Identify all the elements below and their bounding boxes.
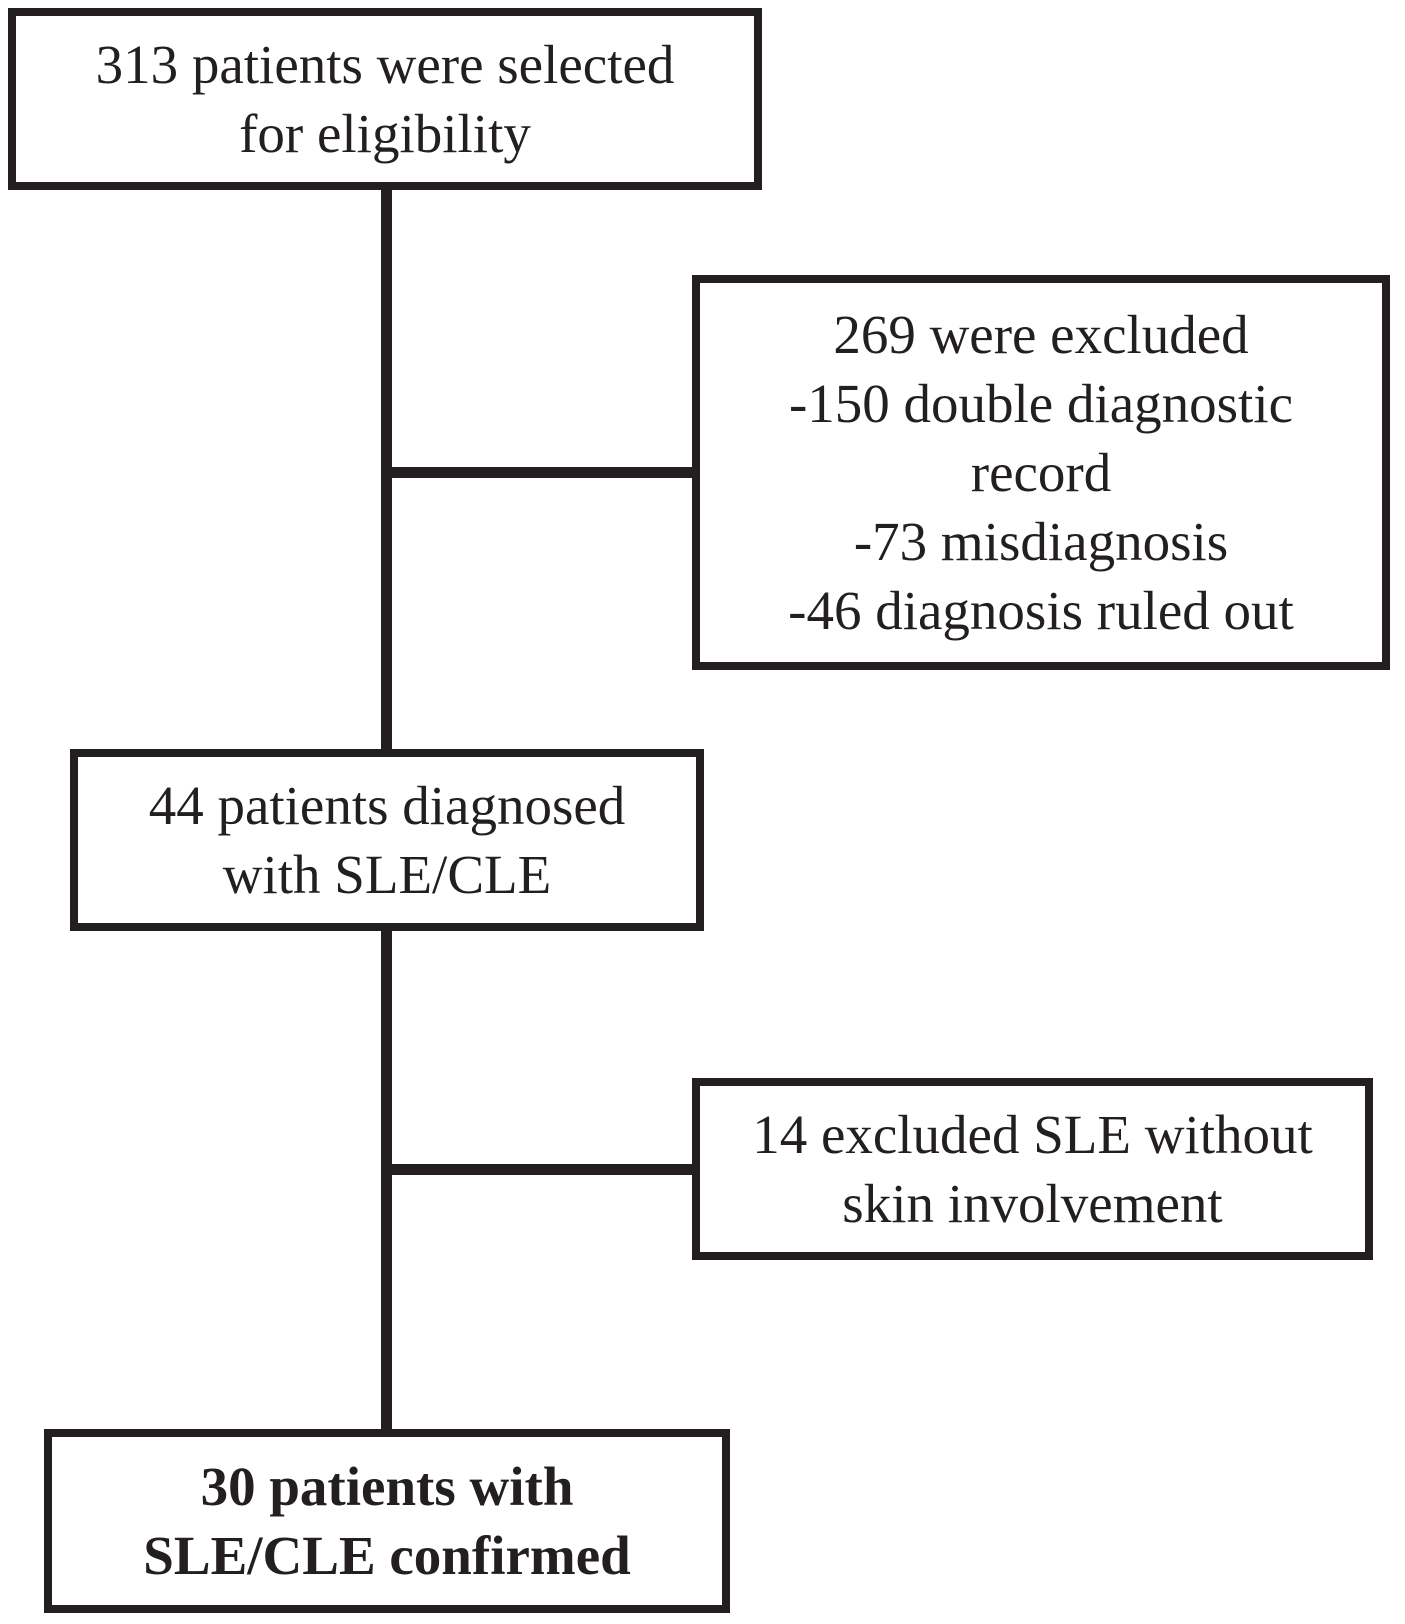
confirmed-line-1: 30 patients with [200, 1456, 574, 1517]
excluded-269-line-3: record [970, 442, 1112, 503]
confirmed-line-2: SLE/CLE confirmed [143, 1525, 631, 1586]
branch-line-excluded-second [381, 1164, 699, 1175]
diagnosed-sle-cle-box: 44 patients diagnosed with SLE/CLE [70, 749, 704, 931]
branch-line-excluded-first [381, 467, 699, 478]
selected-line-1: 313 patients were selected [95, 34, 675, 95]
excluded-14-line-1: 14 excluded SLE without [752, 1104, 1313, 1165]
selected-line-2: for eligibility [239, 103, 531, 164]
excluded-269-line-5: -46 diagnosis ruled out [788, 580, 1294, 641]
excluded-269-line-1: 269 were excluded [833, 304, 1249, 365]
diagnosed-line-2: with SLE/CLE [222, 844, 552, 905]
selected-for-eligibility-box: 313 patients were selected for eligibili… [8, 8, 762, 190]
excluded-269-line-4: -73 misdiagnosis [853, 511, 1229, 572]
excluded-14-box: 14 excluded SLE without skin involvement [692, 1078, 1373, 1260]
main-flow-line-lower [381, 928, 392, 1436]
excluded-269-box: 269 were excluded -150 double diagnostic… [692, 275, 1390, 670]
excluded-14-line-2: skin involvement [842, 1173, 1223, 1234]
excluded-269-line-2: -150 double diagnostic [788, 373, 1294, 434]
confirmed-sle-cle-box: 30 patients with SLE/CLE confirmed [44, 1429, 730, 1613]
diagnosed-line-1: 44 patients diagnosed [148, 775, 626, 836]
